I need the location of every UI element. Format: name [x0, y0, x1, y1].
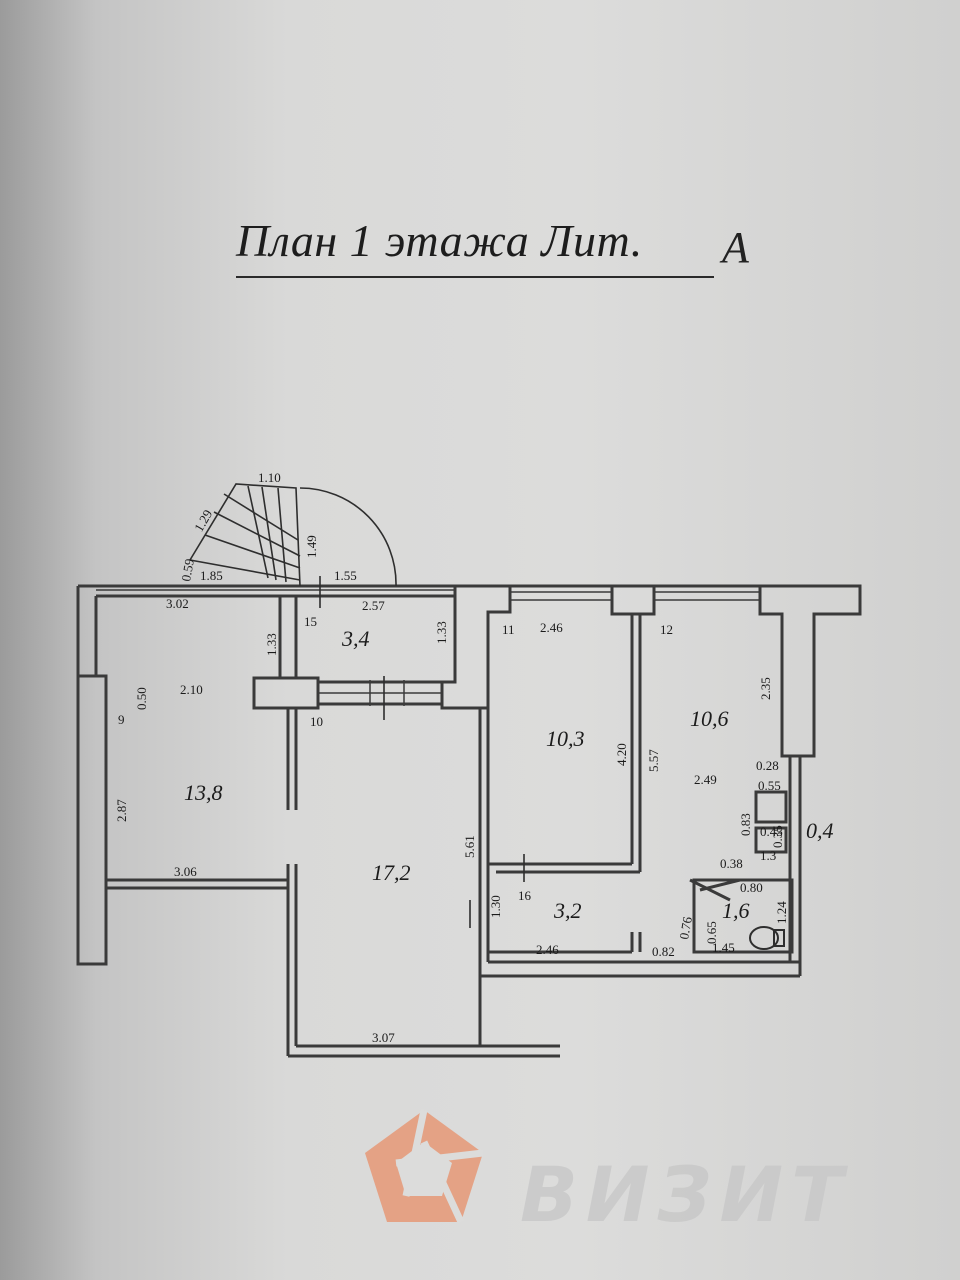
dimension-label: 3.02: [166, 596, 189, 611]
room-9-area: 13,8: [184, 780, 223, 805]
dimension-label: 0.80: [740, 880, 763, 895]
title-underline: [236, 276, 714, 278]
small-room-area: 0,4: [806, 818, 834, 843]
dimension-label: 2.57: [362, 598, 385, 613]
dimension-label: 5.61: [462, 835, 477, 858]
dimension-label: 2.10: [180, 682, 203, 697]
dimension-label: 0.55: [758, 778, 781, 793]
dimension-label: 0.83: [738, 813, 753, 836]
dimension-label: 1.33: [264, 633, 279, 656]
room-15-area: 3,4: [341, 626, 370, 651]
dimension-label: 1.24: [774, 901, 789, 924]
windows: [96, 589, 760, 706]
dimension-label: 0.59: [178, 558, 197, 583]
dimension-label: 1.49: [304, 535, 319, 558]
toilet-icon: [749, 926, 785, 950]
bathroom-area: 1,6: [722, 898, 750, 923]
room-number: 11: [502, 622, 515, 637]
dimension-label: 1.3: [760, 848, 776, 863]
dimension-label: 1.30: [488, 895, 503, 918]
room-area-labels: 3,4 13,8 17,2 10,3 10,6 3,2 1,6 0,4: [184, 626, 834, 923]
title-letter: А: [722, 223, 749, 272]
dimension-label: 0.76: [676, 915, 695, 941]
dimension-label: 2.87: [114, 799, 129, 822]
room-number: 12: [660, 622, 673, 637]
dimension-label: 1.29: [191, 507, 215, 534]
dimension-label: 1.45: [712, 940, 735, 955]
room-16-area: 3,2: [553, 898, 582, 923]
logo-icon: [365, 1109, 484, 1224]
dimension-label: 1.85: [200, 568, 223, 583]
room-number: 9: [118, 712, 125, 727]
dimension-label: 0.28: [756, 758, 779, 773]
dimension-label: 2.35: [758, 677, 773, 700]
dimension-label: 1.55: [334, 568, 357, 583]
room-10-area: 17,2: [372, 860, 411, 885]
room-11-area: 10,3: [546, 726, 585, 751]
dimension-label: 0.50: [134, 687, 149, 710]
dimension-label: 3.06: [174, 864, 197, 879]
dimension-label: 0.38: [720, 856, 743, 871]
dimension-labels: 1.10 1.29 1.49 0.59 1.85 1.55 3.02 2.57 …: [114, 470, 789, 1045]
walls: [76, 584, 862, 1058]
room-number: 16: [518, 888, 532, 903]
dimension-label: 5.57: [646, 749, 661, 772]
room-numbers: 15 9 10 11 12 16: [118, 614, 673, 903]
dimension-label: 1.10: [258, 470, 281, 485]
dimension-label: 0.35: [770, 825, 785, 848]
dimension-label: 0.45: [760, 824, 783, 839]
logo-text: ВИЗИТ: [520, 1150, 851, 1239]
dimension-label: 2.49: [694, 772, 717, 787]
room-number: 15: [304, 614, 317, 629]
dimension-label: 1.33: [434, 621, 449, 644]
dimension-label: 0.65: [704, 921, 719, 944]
plan-title: План 1 этажа Лит.: [236, 215, 643, 266]
room-number: 10: [310, 714, 323, 729]
staircase: [189, 483, 525, 928]
dimension-label: 4.20: [614, 743, 629, 766]
dimension-label: 2.46: [540, 620, 563, 635]
room-12-area: 10,6: [690, 706, 729, 731]
dimension-label: 3.07: [372, 1030, 395, 1045]
dimension-label: 0.82: [652, 944, 675, 959]
dimension-label: 2.46: [536, 942, 559, 957]
